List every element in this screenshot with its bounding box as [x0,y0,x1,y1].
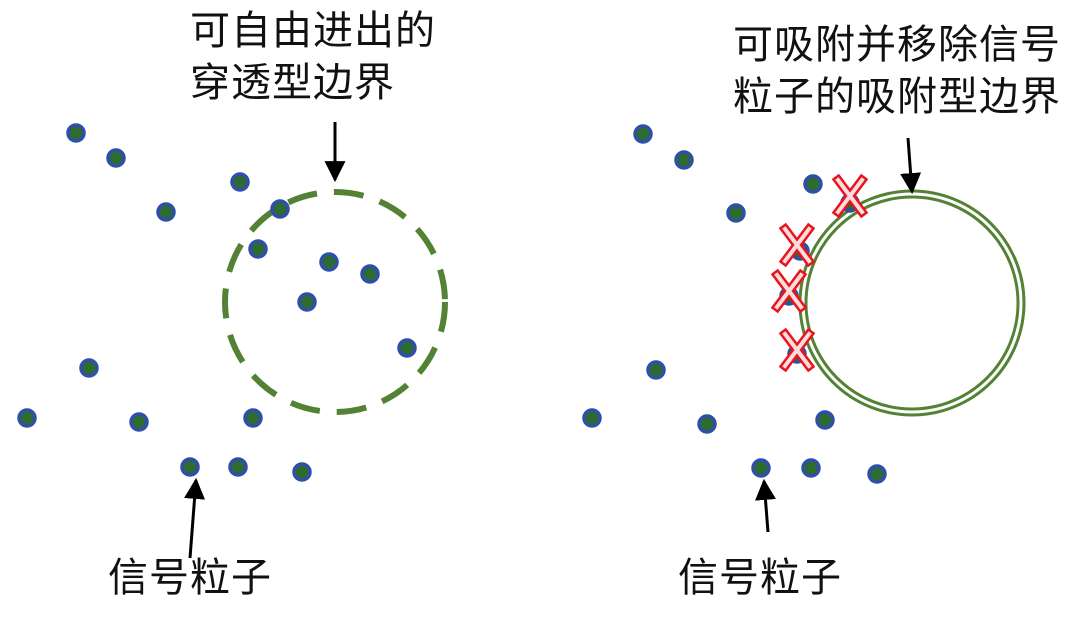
signal-particle [79,358,99,378]
signal-particle [248,239,268,259]
right-boundary-label-line1: 可吸附并移除信号 [733,22,1061,68]
signal-particle [633,124,653,144]
signal-particle [697,414,717,434]
signal-particle [156,202,176,222]
signal-particle [297,292,317,312]
penetrable-boundary [222,189,448,415]
signal-particle [243,408,263,428]
signal-particle [17,408,37,428]
signal-particle [803,174,823,194]
signal-particle [292,462,312,482]
signal-particle [319,252,339,272]
signal-particle [180,457,200,477]
right-panel [582,124,1026,533]
left-boundary-label-line1: 可自由进出的 [190,8,436,54]
signal-particle [867,464,887,484]
signal-particle [360,264,380,284]
signal-particle [106,148,126,168]
signal-particle [582,408,602,428]
signal-particle [228,457,248,477]
signal-particle [674,150,694,170]
particle-arrow [755,478,776,533]
right-particles [582,124,887,484]
signal-particle [270,199,290,219]
signal-particle [751,458,771,478]
removal-x-icon [778,222,816,268]
signal-particle [230,172,250,192]
removal-x-icon [831,173,869,219]
signal-particle [801,458,821,478]
removal-x-icon [770,268,808,314]
signal-particle [646,360,666,380]
right-particle-label: 信号粒子 [678,555,842,601]
absorbing-boundary-inner [804,195,1020,411]
signal-particle [129,412,149,432]
signal-particle [397,338,417,358]
left-particle-label: 信号粒子 [108,555,272,601]
left-panel [17,122,448,559]
signal-particle [815,410,835,430]
signal-particle [66,123,86,143]
right-boundary-label-line2: 粒子的吸附型边界 [733,74,1061,120]
left-particles [17,123,417,482]
signal-particle [726,203,746,223]
absorbing-boundary-outer [798,189,1026,417]
removal-marks [770,173,869,373]
particle-arrow [184,477,206,559]
boundary-arrow [900,137,922,195]
removal-x-icon [778,327,816,373]
left-boundary-label-line2: 穿透型边界 [190,60,395,106]
